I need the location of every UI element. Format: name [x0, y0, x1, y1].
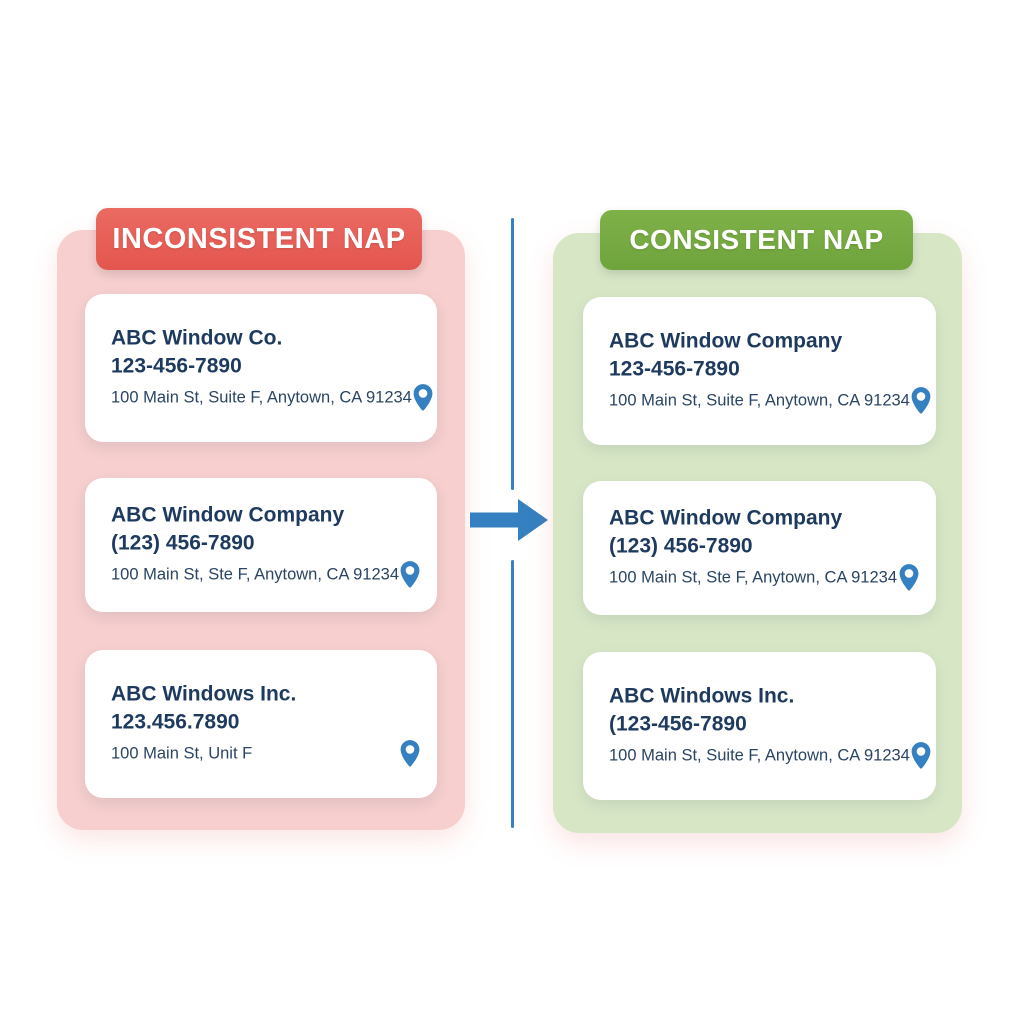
inconsistent-nap-badge: INCONSISTENT NAP [96, 208, 422, 270]
map-pin-icon [899, 564, 919, 591]
business-address: 100 Main St, Suite F, Anytown, CA 91234 [111, 387, 412, 406]
business-address: 100 Main St, Suite F, Anytown, CA 91234 [609, 390, 910, 409]
vertical-divider-bottom [511, 560, 514, 828]
business-address: 100 Main St, Unit F [111, 743, 253, 762]
map-pin-icon [911, 387, 931, 414]
business-address: 100 Main St, Suite F, Anytown, CA 91234 [609, 745, 910, 764]
consistent-nap-badge: CONSISTENT NAP [600, 210, 913, 270]
business-phone: (123-456-7890 [609, 712, 747, 736]
nap-card-inconsistent-3: ABC Windows Inc. 123.456.7890 100 Main S… [85, 650, 437, 798]
business-name: ABC Windows Inc. [609, 684, 795, 708]
map-pin-icon [911, 742, 931, 769]
business-address: 100 Main St, Ste F, Anytown, CA 91234 [111, 564, 400, 583]
business-phone: 123.456.7890 [111, 710, 240, 734]
map-pin-icon [400, 561, 420, 588]
nap-card-inconsistent-1: ABC Window Co. 123-456-7890 100 Main St,… [85, 294, 437, 442]
business-name: ABC Windows Inc. [111, 682, 297, 706]
business-name: ABC Window Company [609, 329, 843, 353]
nap-card-consistent-3: ABC Windows Inc. (123-456-7890 100 Main … [583, 652, 936, 800]
business-name: ABC Window Company [609, 506, 843, 530]
vertical-divider-top [511, 218, 514, 490]
business-phone: 123-456-7890 [609, 357, 740, 381]
arrow-right-icon [470, 499, 548, 541]
business-phone: (123) 456-7890 [609, 534, 753, 558]
business-address: 100 Main St, Ste F, Anytown, CA 91234 [609, 567, 898, 586]
map-pin-icon [400, 740, 420, 767]
business-phone: 123-456-7890 [111, 354, 242, 378]
nap-card-consistent-2: ABC Window Company (123) 456-7890 100 Ma… [583, 481, 936, 615]
nap-card-inconsistent-2: ABC Window Company (123) 456-7890 100 Ma… [85, 478, 437, 612]
business-phone: (123) 456-7890 [111, 531, 255, 555]
nap-card-consistent-1: ABC Window Company 123-456-7890 100 Main… [583, 297, 936, 445]
map-pin-icon [413, 384, 433, 411]
business-name: ABC Window Co. [111, 326, 283, 350]
business-name: ABC Window Company [111, 503, 345, 527]
